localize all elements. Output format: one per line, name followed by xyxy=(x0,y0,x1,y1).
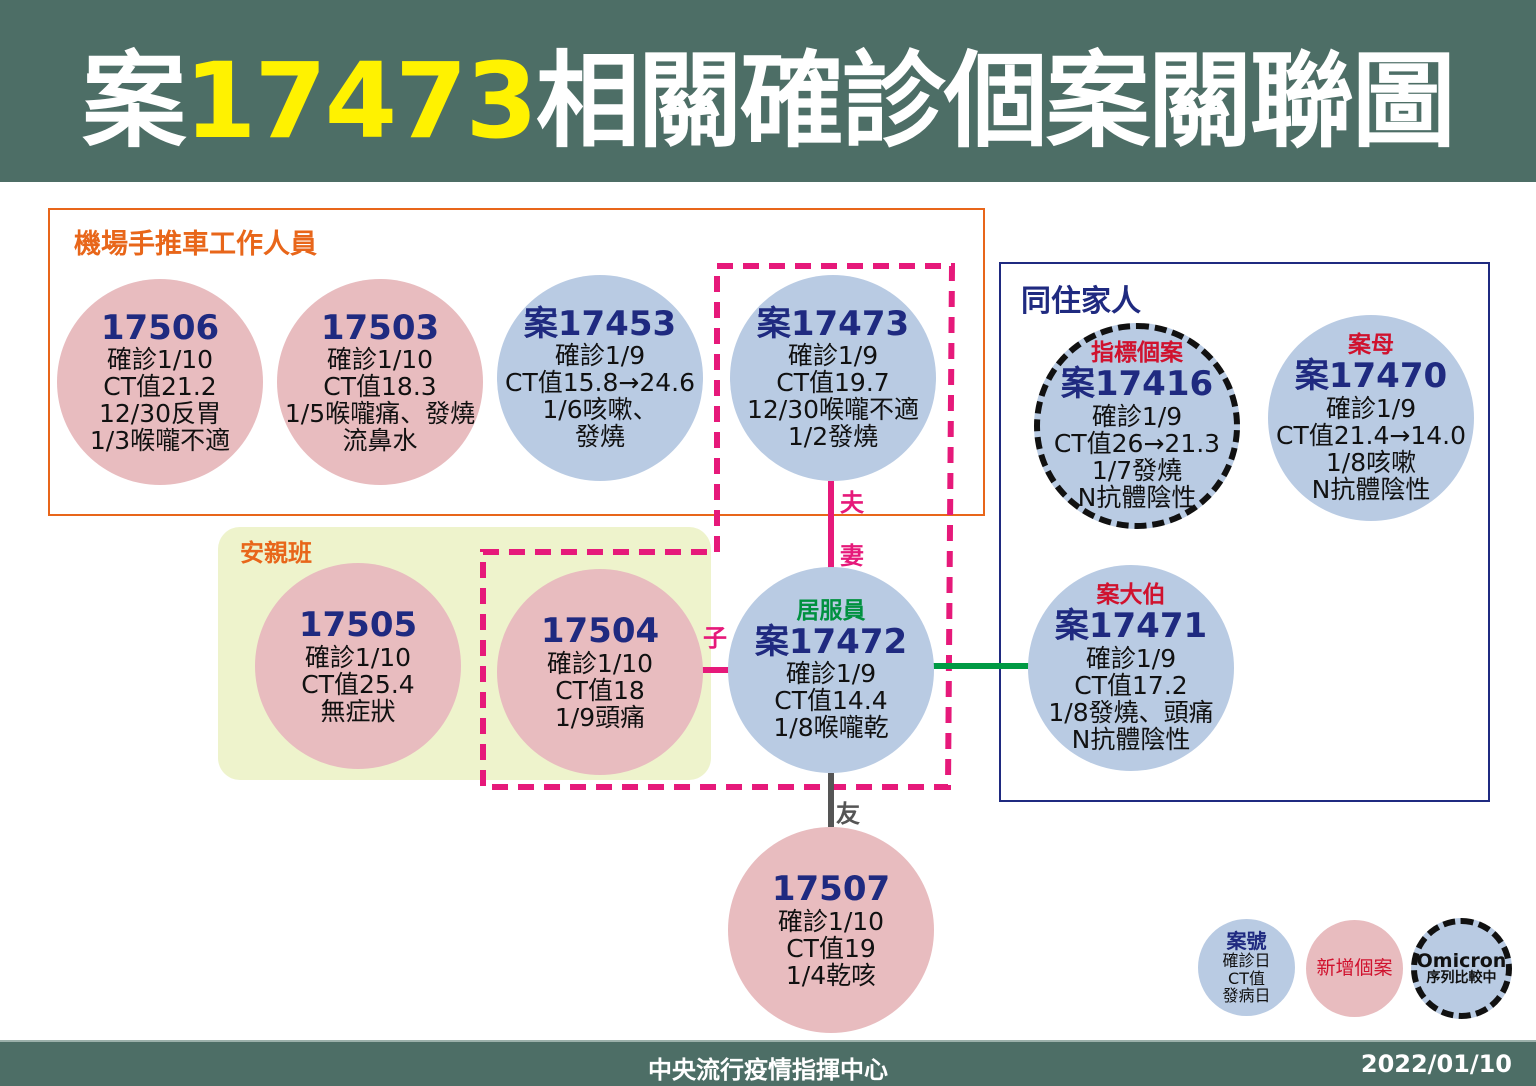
case-detail: 12/30反胃 xyxy=(98,399,222,429)
case-id: 案17471 xyxy=(1054,606,1208,647)
footer-org: 中央流行疫情指揮中心 xyxy=(648,1056,888,1084)
case-detail: 1/3喉嚨不適 xyxy=(89,426,231,456)
case-detail: 1/2發燒 xyxy=(787,422,879,452)
case-id: 案17416 xyxy=(1060,364,1214,405)
relation-friend: 友 xyxy=(836,800,860,828)
legend-case: 案號 確診日 CT值 發病日 xyxy=(1198,919,1295,1016)
daycare-group-label: 安親班 xyxy=(240,539,312,567)
family-group-label: 同住家人 xyxy=(1021,284,1141,319)
case-detail: CT值17.2 xyxy=(1074,670,1188,700)
case-detail: 確診1/9 xyxy=(1325,393,1417,423)
header: 案17473相關確診個案關聯圖 xyxy=(0,0,1536,182)
case-id: 案17453 xyxy=(523,303,677,344)
case-detail: CT值15.8→24.6 xyxy=(504,368,695,398)
case-detail: 1/5喉嚨痛、發燒 xyxy=(284,399,476,429)
case-id: 17505 xyxy=(298,605,418,646)
case-detail: CT值19 xyxy=(786,933,876,963)
case-detail: 1/9頭痛 xyxy=(554,702,646,732)
case-detail: 無症狀 xyxy=(320,696,396,726)
case-detail: 1/8咳嗽 xyxy=(1325,447,1417,477)
case-id: 17507 xyxy=(771,869,891,910)
case-detail: 發燒 xyxy=(574,422,625,452)
case-detail: N抗體陰性 xyxy=(1077,482,1197,512)
case-detail: 確診1/9 xyxy=(1091,401,1183,431)
case-detail: CT值18 xyxy=(555,675,645,705)
page-title: 案17473相關確診個案關聯圖 xyxy=(82,39,1456,162)
case-id: 案17473 xyxy=(756,303,910,344)
relation-child: 子 xyxy=(703,624,727,652)
airport-group-box xyxy=(48,208,985,516)
case-id: 17503 xyxy=(320,307,440,348)
legend-new-case: 新增個案 xyxy=(1306,920,1403,1017)
case-detail: N抗體陰性 xyxy=(1071,724,1191,754)
legend-omicron: Omicron 序列比較中 xyxy=(1411,918,1512,1019)
relation-husband: 夫 xyxy=(840,489,864,517)
case-detail: 12/30喉嚨不適 xyxy=(746,395,920,425)
footer: 中央流行疫情指揮中心 2022/01/10 xyxy=(0,1040,1536,1086)
case-detail: 1/8發燒、頭痛 xyxy=(1048,697,1214,727)
title-case-number: 17473 xyxy=(184,39,538,162)
case-detail: CT值25.4 xyxy=(301,669,415,699)
relation-wife: 妻 xyxy=(840,542,864,570)
case-id: 17506 xyxy=(100,307,220,348)
case-tag: 案大伯 xyxy=(1096,582,1166,609)
airport-group-label: 機場手推車工作人員 xyxy=(74,229,317,260)
case-tag: 指標個案 xyxy=(1091,340,1183,367)
case-detail: 流鼻水 xyxy=(342,426,418,456)
case-detail: 確診1/10 xyxy=(546,648,654,678)
case-detail: 確診1/9 xyxy=(554,341,646,371)
case-detail: 確診1/9 xyxy=(1085,643,1177,673)
case-detail: 確診1/10 xyxy=(326,345,434,375)
case-detail: 確診1/10 xyxy=(106,345,214,375)
case-detail: CT值21.4→14.0 xyxy=(1275,420,1466,450)
case-id: 案17472 xyxy=(754,621,908,662)
case-detail: 確診1/9 xyxy=(787,341,879,371)
case-detail: 確診1/10 xyxy=(304,642,412,672)
case-detail: 1/4乾咳 xyxy=(785,960,877,990)
case-detail: 確診1/9 xyxy=(785,659,877,689)
case-detail: CT值19.7 xyxy=(776,368,890,398)
household-dashed-outline xyxy=(480,263,956,790)
family-group-box xyxy=(999,262,1490,802)
case-detail: CT值21.2 xyxy=(103,372,217,402)
case-detail: CT值26→21.3 xyxy=(1053,428,1221,458)
case-id: 17504 xyxy=(540,611,660,652)
case-detail: N抗體陰性 xyxy=(1311,474,1431,504)
case-detail: 確診1/10 xyxy=(777,906,885,936)
case-detail: 1/6咳嗽、 xyxy=(542,395,658,425)
case-tag: 案母 xyxy=(1348,332,1394,359)
case-detail: CT值14.4 xyxy=(774,686,888,716)
case-detail: CT值18.3 xyxy=(323,372,437,402)
case-detail: 1/8喉嚨乾 xyxy=(773,713,889,743)
footer-date: 2022/01/10 xyxy=(1360,1050,1512,1078)
case-detail: 1/7發燒 xyxy=(1091,455,1183,485)
case-id: 案17470 xyxy=(1294,356,1448,397)
case-tag: 居服員 xyxy=(796,597,866,624)
